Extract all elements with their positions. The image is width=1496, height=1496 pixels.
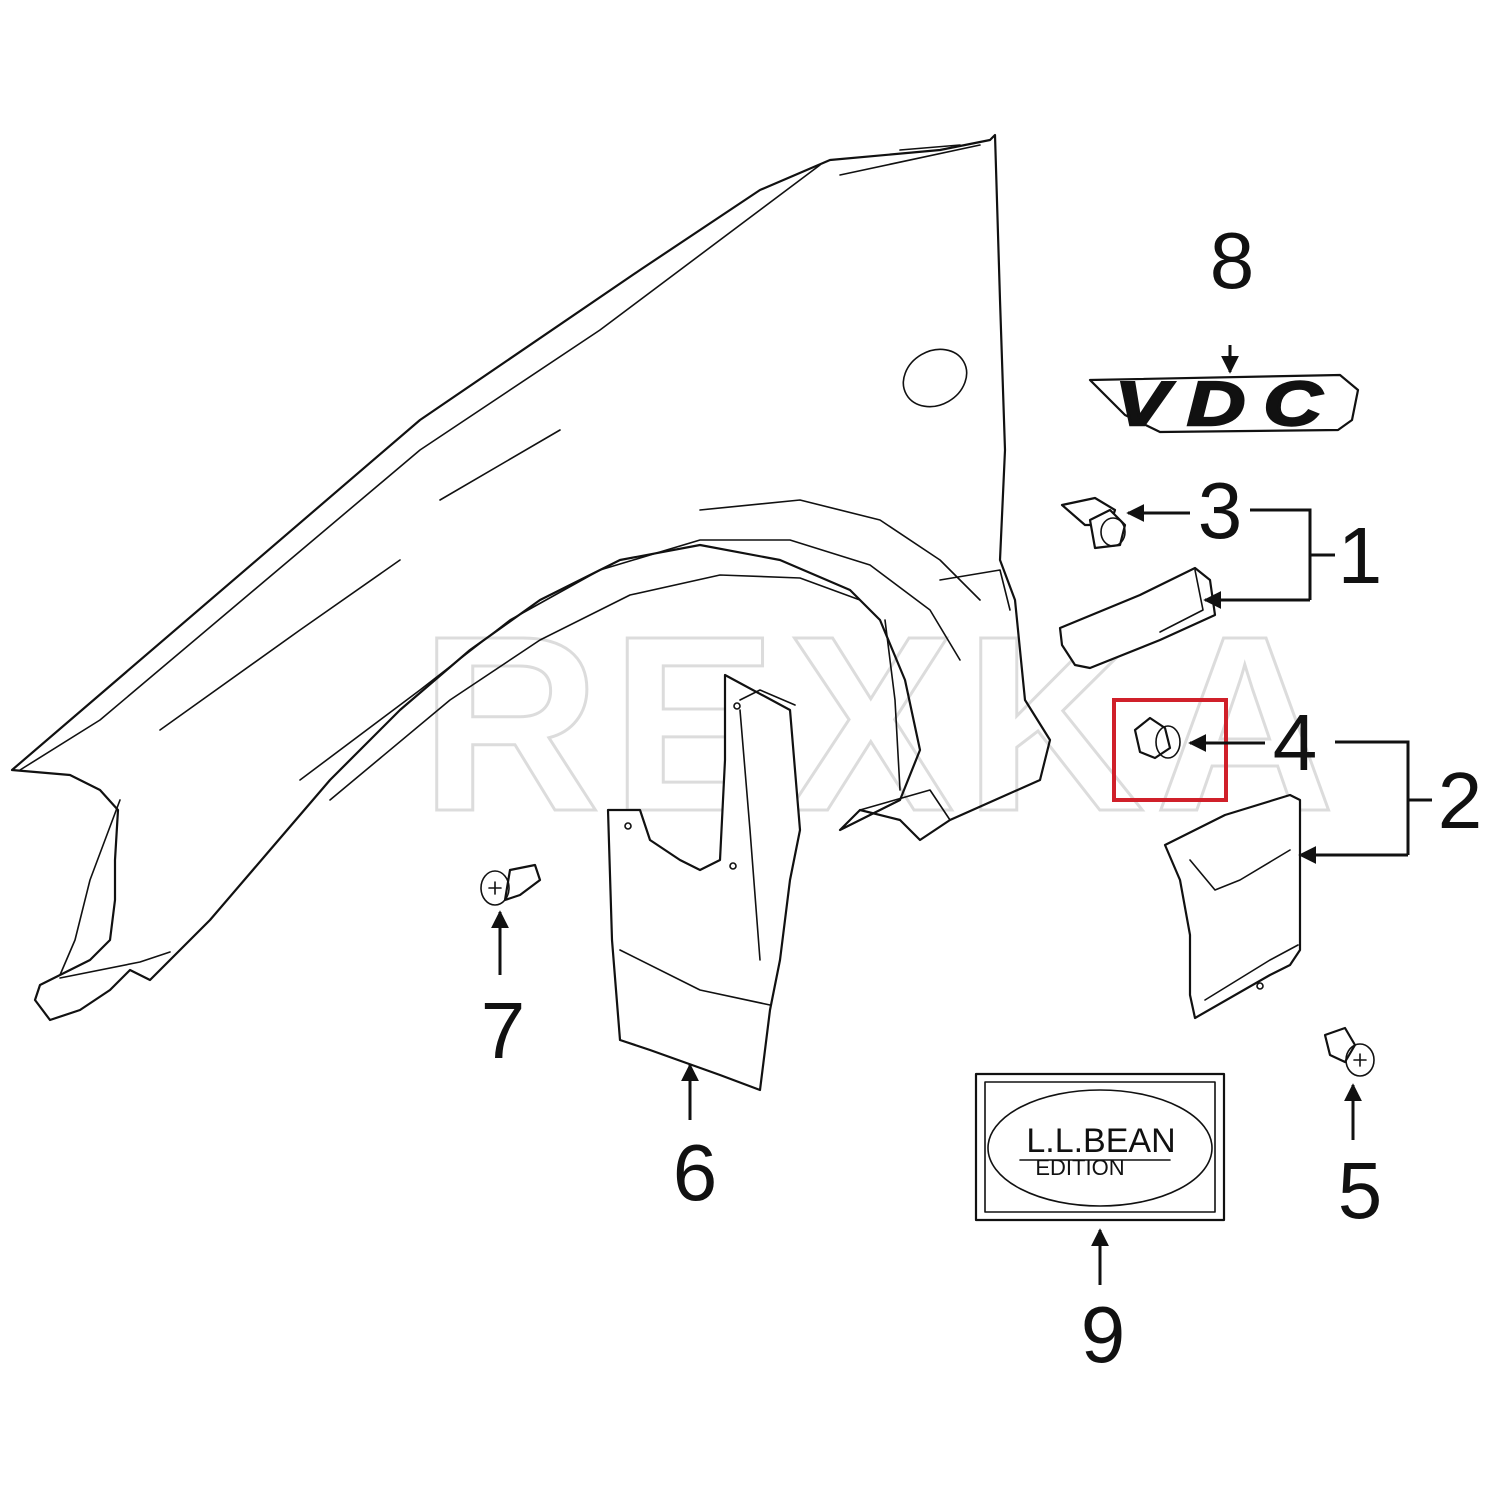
badge-line1: L.L.BEAN	[1026, 1122, 1175, 1160]
clip-3	[1060, 496, 1127, 550]
mud-flap	[606, 673, 802, 1092]
clip-4	[1133, 716, 1181, 760]
callout-8: 8	[1210, 216, 1255, 305]
callout-4: 4	[1273, 698, 1318, 787]
highlight-box	[1112, 698, 1228, 802]
leader-lines	[491, 345, 1432, 1285]
clip-5	[1323, 1026, 1375, 1077]
callout-3: 3	[1198, 466, 1243, 555]
badge-line2: EDITION	[1035, 1155, 1124, 1180]
vdc-emblem: VDC	[1088, 369, 1360, 440]
callout-2: 2	[1438, 756, 1483, 845]
fender-panel	[10, 133, 1052, 1022]
callout-1: 1	[1338, 511, 1383, 600]
callout-5: 5	[1338, 1146, 1383, 1235]
ll-bean-badge: L.L.BEAN EDITION	[974, 1072, 1226, 1222]
clip-7	[480, 863, 542, 906]
callout-6: 6	[673, 1128, 718, 1217]
callout-9: 9	[1081, 1290, 1126, 1379]
vdc-emblem-text: VDC	[1115, 370, 1340, 439]
fender-molding-upper	[1058, 566, 1217, 670]
callout-7: 7	[481, 986, 526, 1075]
fender-molding-lower	[1163, 793, 1302, 1020]
